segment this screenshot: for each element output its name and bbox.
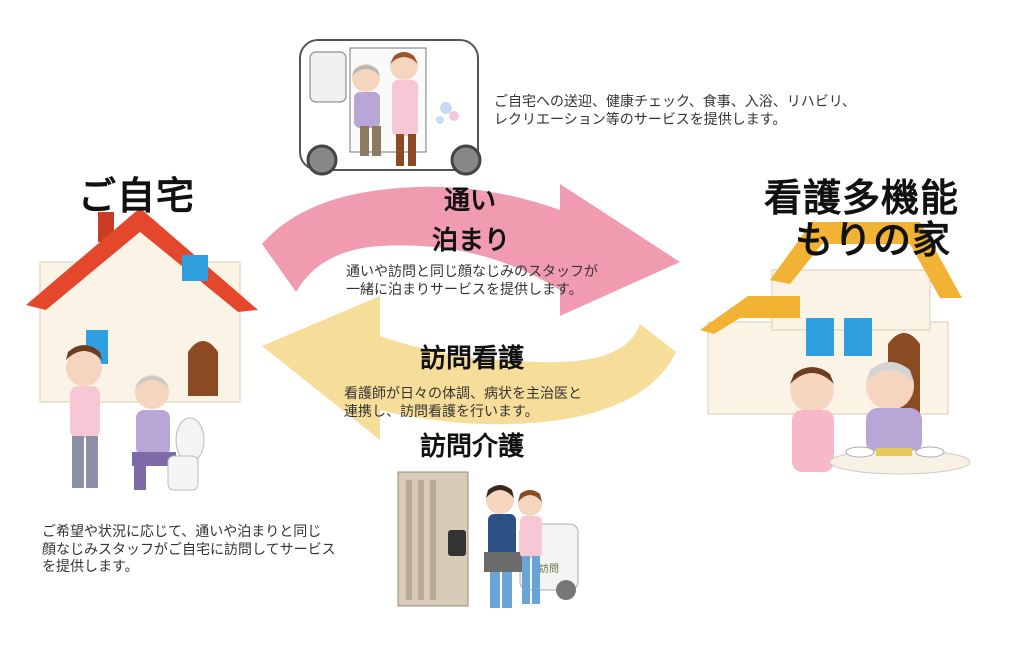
- nursing-description: 看護師が日々の体調、病状を主治医と 連携し、訪問看護を行います。: [344, 386, 582, 421]
- stay-description-line2: 一緒に泊まりサービスを提供します。: [346, 281, 583, 298]
- care-description-line3: を提供します。: [42, 559, 139, 575]
- nursing-description-line1: 看護師が日々の体調、病状を主治医と: [344, 386, 582, 402]
- stay-description: 通いや訪問と同じ顔なじみのスタッフが 一緒に泊まりサービスを提供します。: [346, 264, 598, 299]
- service-nursing-label: 訪問看護: [420, 344, 525, 374]
- care-description: ご希望や状況に応じて、通いや泊まりと同じ 顔なじみスタッフがご自宅に訪問してサー…: [42, 524, 336, 577]
- service-stay-label: 泊まり: [432, 226, 511, 256]
- day-service-description: ご自宅への送迎、健康チェック、食事、入浴、リハビリ、 レクリエーション等のサービ…: [494, 94, 856, 129]
- home-label: ご自宅: [78, 174, 196, 218]
- day-service-description-line2: レクリエーション等のサービスを提供します。: [494, 111, 787, 128]
- car-door-text: 訪問: [539, 564, 559, 575]
- stay-description-line1: 通いや訪問と同じ顔なじみのスタッフが: [346, 264, 598, 280]
- care-description-line2: 顔なじみスタッフがご自宅に訪問してサービス: [42, 541, 336, 558]
- facility-label-line2: もりの家: [795, 218, 952, 262]
- facility-label-line1: 看護多機能: [764, 176, 960, 220]
- nursing-description-line2: 連携し、訪問看護を行います。: [344, 403, 539, 420]
- day-service-description-line1: ご自宅への送迎、健康チェック、食事、入浴、リハビリ、: [494, 94, 856, 110]
- care-description-line1: ご希望や状況に応じて、通いや泊まりと同じ: [42, 524, 322, 540]
- service-day-label: 通い: [444, 186, 497, 216]
- service-care-label: 訪問介護: [420, 432, 525, 462]
